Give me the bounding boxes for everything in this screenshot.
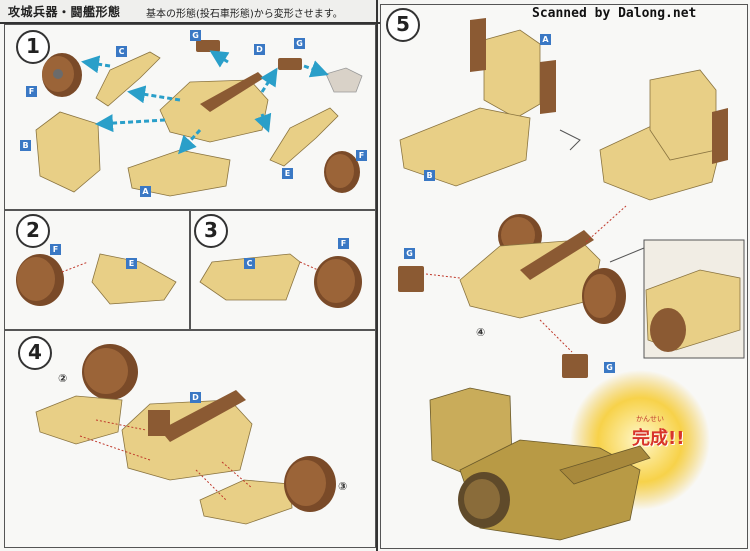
guide-lines [79, 419, 253, 501]
arm-part-c [95, 51, 161, 107]
tread-left [470, 18, 486, 72]
completion-label: 完成!! [632, 428, 685, 449]
peg-part-g [398, 266, 424, 292]
catapult-bucket [148, 410, 170, 436]
callout-step-2: ② [58, 372, 68, 385]
part-label-d: D [190, 392, 201, 403]
catapult-body [121, 399, 253, 481]
callout-step-3: ③ [338, 480, 348, 493]
arm-part-e [91, 253, 177, 305]
arm-assembly [199, 479, 293, 525]
catapult-body [159, 79, 269, 143]
wheel-large [582, 268, 626, 324]
part-label-b: B [20, 140, 31, 151]
wheel-part-f [324, 151, 360, 193]
tread-right [540, 60, 556, 114]
arm-part-e [269, 107, 339, 167]
catapult-arm-d [200, 72, 264, 112]
catapult-arm [520, 230, 594, 280]
part-label-d: D [254, 44, 265, 55]
part-label-c: C [116, 46, 127, 57]
callout-step-4: ④ [476, 326, 486, 339]
completion-ruby: かんせい [636, 415, 664, 423]
part-label-g: G [190, 30, 201, 41]
step-3-number: 3 [194, 214, 228, 248]
part-label-f: F [356, 150, 367, 161]
wheel-part-f [42, 53, 82, 97]
wheel-part-f [16, 254, 64, 306]
step-1-number: 1 [16, 30, 50, 64]
part-label-b: B [424, 170, 435, 181]
removed-part [325, 67, 363, 93]
step-2-number: 2 [16, 214, 50, 248]
base-part-b [399, 107, 531, 187]
wheel-assembly-3 [284, 456, 336, 512]
part-label-c: C [244, 258, 255, 269]
part-label-f: F [50, 244, 61, 255]
tread-right [712, 108, 728, 164]
part-label-g: G [404, 248, 415, 259]
arm-part-c [199, 253, 301, 301]
completed-wheel [458, 472, 510, 528]
page-divider [376, 0, 378, 551]
seat-part-a [483, 29, 541, 119]
direction-arrows [81, 50, 329, 155]
part-label-e: E [282, 168, 293, 179]
peg-part-g [562, 354, 588, 378]
completed-arm [559, 445, 651, 485]
step-5-number: 5 [386, 8, 420, 42]
part-label-f: F [26, 86, 37, 97]
part-label-g: G [294, 38, 305, 49]
scanner-credit: Scanned by Dalong.net [532, 6, 697, 21]
part-label-a: A [140, 186, 151, 197]
page-description: 基本の形態(投石車形態)から変形させます。 [146, 9, 343, 20]
page-title: 攻城兵器・闘艦形態 [8, 5, 121, 19]
part-label-a: A [540, 34, 551, 45]
seat-part-b [35, 111, 101, 193]
wheel-part-f [314, 256, 362, 308]
part-label-e: E [126, 258, 137, 269]
peg-part-g [278, 58, 302, 70]
arm-assembly [35, 395, 123, 445]
catapult-arm-d [160, 390, 246, 442]
part-label-f: F [338, 238, 349, 249]
wheel-assembly-2 [82, 344, 138, 400]
step-4-number: 4 [18, 336, 52, 370]
part-label-g: G [604, 362, 615, 373]
header-bar: 攻城兵器・闘艦形態 基本の形態(投石車形態)から変形させます。 [0, 0, 380, 24]
peg-part-g [196, 40, 220, 52]
